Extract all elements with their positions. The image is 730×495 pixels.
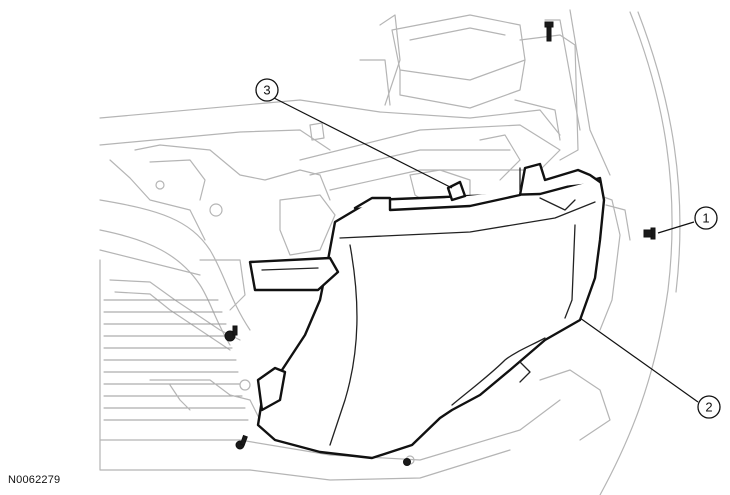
lower-bolt-icon [235,434,248,450]
bracket-bolt-icon [544,21,554,42]
callout-2-number: 2 [705,400,712,415]
callout-3-number: 3 [263,83,270,98]
callout-2: 2 [579,317,721,419]
headlamp-bolt-icon [224,325,238,342]
callout-1-number: 1 [702,211,709,226]
figure-id-label: N0062279 [8,474,61,486]
screw-icon [643,227,656,240]
callout-3: 3 [255,78,453,189]
headlamp-assembly [248,162,606,460]
vehicle-front-structure [99,9,681,495]
callout-1: 1 [657,206,718,234]
lower-fastener-icon [403,458,411,466]
